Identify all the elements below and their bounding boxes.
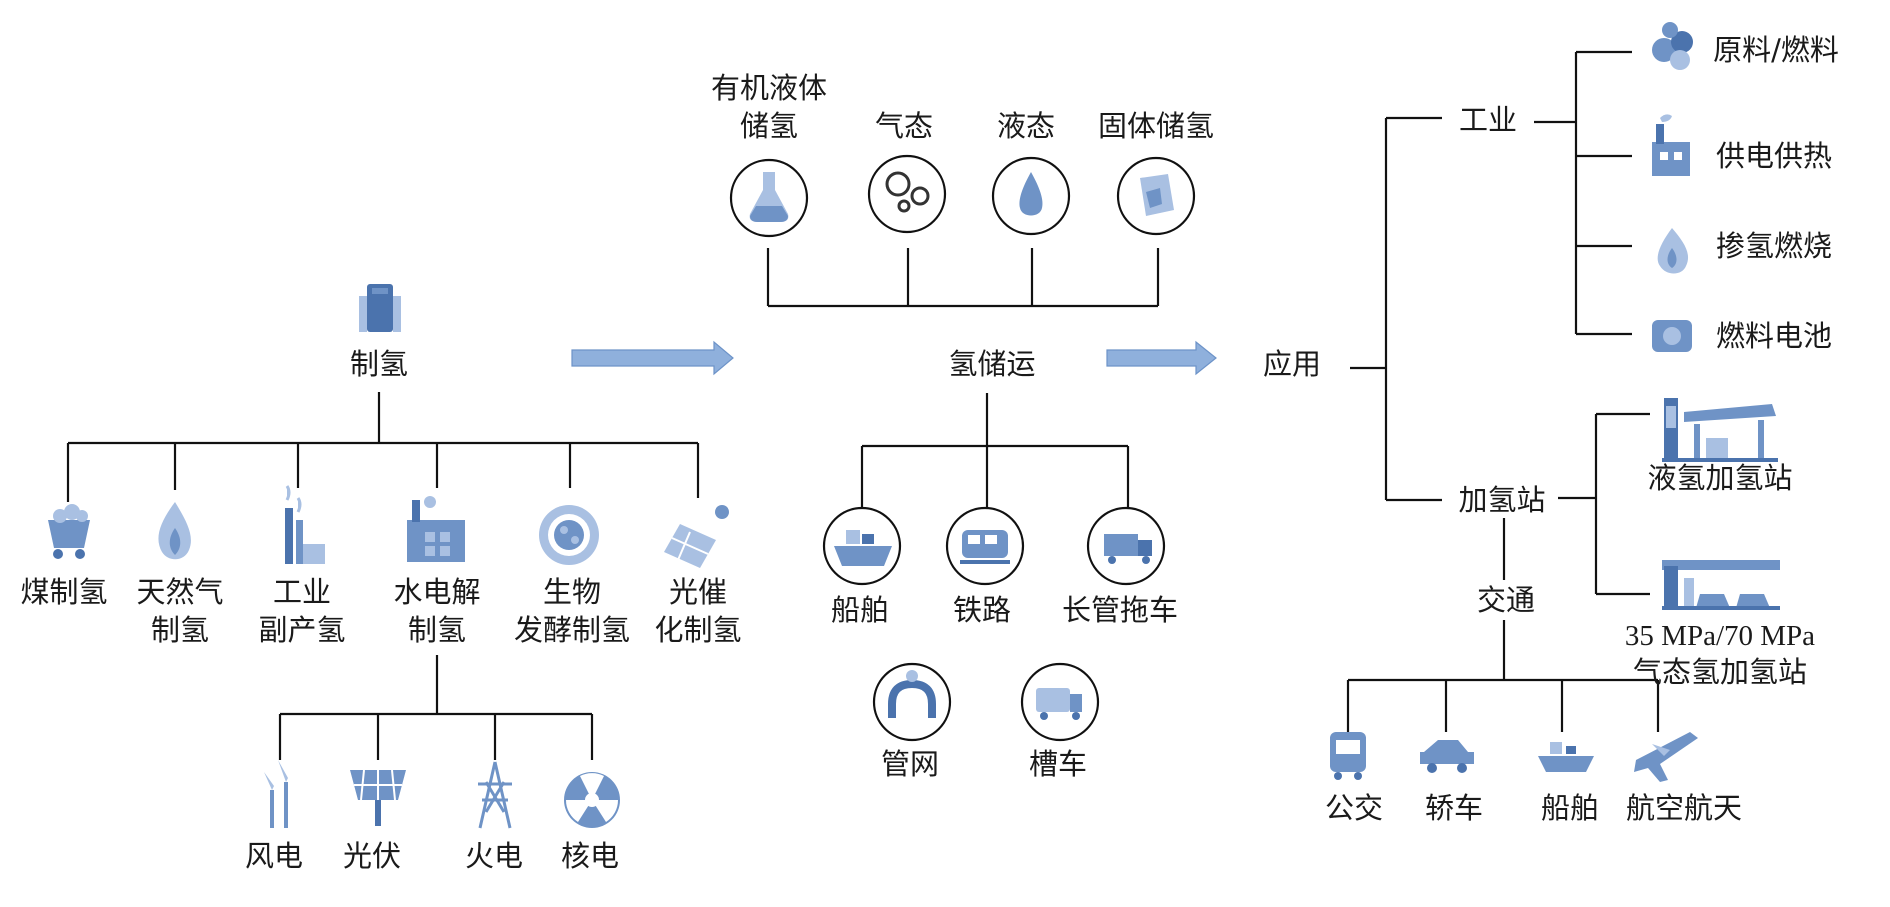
bus-icon [1330, 732, 1366, 780]
storage-tree-lines [766, 248, 1160, 508]
flask-icon [749, 172, 789, 222]
industry-item-label: 原料/燃料 [1713, 33, 1839, 67]
raw-material-icon [1652, 22, 1693, 70]
method-label: 工业 [272, 575, 332, 609]
flow-arrow-2 [1106, 340, 1217, 376]
storage-method-label: 有机液体 [710, 71, 828, 105]
method-label: 化制氢 [654, 613, 742, 647]
method-label: 发酵制氢 [513, 613, 631, 647]
gas-h2-station-icon [1662, 560, 1780, 610]
method-label: 水电解 [393, 575, 481, 609]
method-label: 副产氢 [258, 613, 346, 647]
traffic-item-label: 轿车 [1424, 791, 1484, 825]
electrolysis-plant-icon [407, 496, 465, 562]
station-item-label: 35 MPa/70 MPa [1624, 620, 1816, 652]
storage-method-label: 气态 [874, 109, 934, 143]
gas-circle [867, 154, 947, 234]
fuel-cell-icon [1652, 320, 1692, 352]
application-tree-lines [1346, 50, 1660, 732]
station-title: 加氢站 [1458, 483, 1546, 517]
method-label: 生物 [542, 575, 602, 609]
tube-trailer-icon [1104, 534, 1152, 564]
pipeline-icon [888, 670, 936, 718]
combustion-icon [1657, 228, 1689, 274]
industry-item-label: 掺氢燃烧 [1715, 229, 1833, 263]
power-source-label: 核电 [560, 839, 620, 873]
storage-title: 氢储运 [948, 347, 1036, 381]
ship-icon [1538, 742, 1594, 772]
method-label: 煤制氢 [20, 575, 108, 609]
solid-block-icon [1140, 174, 1174, 216]
method-label: 制氢 [407, 613, 467, 647]
traffic-item-label: 航空航天 [1625, 791, 1743, 825]
liquid-h2-station-icon [1662, 398, 1778, 462]
traffic-title: 交通 [1476, 583, 1536, 617]
method-label: 制氢 [150, 613, 210, 647]
industry-item-label: 燃料电池 [1715, 319, 1833, 353]
industry-title: 工业 [1458, 103, 1518, 137]
station-item-label: 气态氢加氢站 [1632, 655, 1808, 689]
storage-method-label: 液态 [996, 109, 1056, 143]
pipeline-circle [872, 662, 952, 742]
transport-label: 长管拖车 [1061, 593, 1179, 627]
storage-method-label: 固体储氢 [1097, 109, 1215, 143]
transport-label: 铁路 [952, 593, 1012, 627]
factory-chimney-icon [285, 485, 325, 564]
train-icon [960, 530, 1010, 564]
power-source-label: 光伏 [342, 839, 402, 873]
liquid-drop-icon [1019, 172, 1043, 216]
traffic-item-label: 船舶 [1540, 791, 1600, 825]
traffic-item-label: 公交 [1324, 791, 1384, 825]
nuclear-icon [564, 772, 620, 828]
storage-method-label: 储氢 [739, 109, 799, 143]
biomass-icon [539, 505, 599, 565]
power-heat-icon [1652, 114, 1690, 176]
airplane-icon [1634, 732, 1698, 782]
solar-catalysis-icon [664, 505, 729, 568]
ship-icon [834, 530, 892, 566]
transport-label: 管网 [880, 747, 940, 781]
gas-bubbles-icon [885, 171, 930, 213]
power-tower-icon [478, 761, 512, 829]
coal-cart-icon [48, 504, 90, 559]
flow-arrow-1 [571, 340, 734, 376]
car-icon [1420, 740, 1474, 773]
power-source-label: 风电 [244, 839, 304, 873]
station-item-label: 液氢加氢站 [1647, 461, 1793, 495]
hydrogen-plant-icon [359, 284, 401, 332]
industry-item-label: 供电供热 [1715, 139, 1833, 173]
flame-icon [158, 502, 191, 560]
power-source-label: 火电 [464, 839, 524, 873]
production-title: 制氢 [349, 347, 409, 381]
solar-panel-icon [350, 769, 406, 826]
method-label: 光催 [668, 575, 728, 609]
transport-label: 船舶 [830, 593, 890, 627]
transport-label: 槽车 [1028, 747, 1088, 781]
wind-turbine-icon [264, 760, 288, 828]
tank-truck-icon [1036, 688, 1082, 720]
production-tree-lines [66, 392, 700, 760]
application-title: 应用 [1262, 347, 1322, 381]
method-label: 天然气 [136, 575, 224, 609]
